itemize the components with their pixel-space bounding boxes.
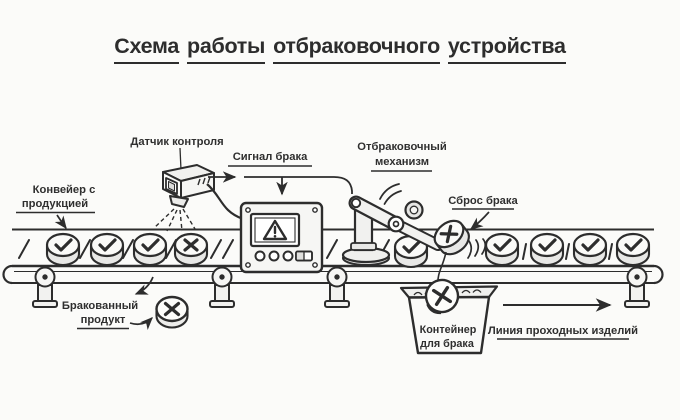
reject-mechanism bbox=[341, 183, 444, 266]
conveyor-pointer-arrow bbox=[54, 214, 67, 230]
label-conveyor-2: продукцией bbox=[22, 198, 88, 210]
control-sensor bbox=[153, 147, 215, 232]
label-mechanism-1: Отбраковочный bbox=[357, 141, 447, 153]
ejected-reject-product-cross-icon bbox=[430, 215, 474, 259]
vibration-marks bbox=[379, 183, 402, 205]
container-reject-product-cross-icon bbox=[424, 278, 460, 315]
label-container-2: для брака bbox=[420, 338, 475, 350]
conveyor-leg bbox=[324, 284, 350, 308]
label-defective-2: продукт bbox=[81, 314, 126, 326]
panel-screws bbox=[245, 207, 318, 268]
signal-wire-to-mechanism bbox=[244, 176, 353, 194]
conveyor-leg bbox=[624, 284, 650, 308]
panel-button[interactable] bbox=[282, 250, 294, 262]
conveyor-legs bbox=[32, 266, 650, 308]
sensor-rays bbox=[153, 208, 196, 232]
defective-pointer-arrow bbox=[134, 276, 154, 295]
product-ok-check-icon bbox=[486, 234, 518, 265]
product-ok-check-icon bbox=[47, 234, 79, 265]
reject-container bbox=[399, 278, 499, 355]
label-pass-line: Линия проходных изделий bbox=[488, 325, 638, 337]
label-signal: Сигнал брака bbox=[233, 151, 308, 163]
label-mechanism-2: механизм bbox=[375, 156, 429, 168]
panel-button[interactable] bbox=[254, 250, 266, 262]
sensor-leader-line bbox=[179, 147, 182, 171]
label-sensor: Датчик контроля bbox=[130, 136, 223, 148]
sensor-cable bbox=[206, 183, 244, 221]
product-ok-check-icon bbox=[91, 234, 123, 265]
sensor-vents bbox=[197, 176, 211, 186]
control-panel bbox=[239, 201, 324, 274]
conveyor-leg bbox=[32, 284, 58, 308]
ejection-motion-arcs bbox=[467, 238, 487, 259]
label-container-1: Контейнер bbox=[420, 324, 477, 336]
reject-drop-pointer-arrow bbox=[469, 211, 490, 230]
warning-triangle-icon bbox=[262, 219, 288, 241]
panel-switch[interactable] bbox=[295, 250, 313, 262]
product-ok-check-icon bbox=[617, 234, 649, 265]
product-reject-cross-icon bbox=[175, 234, 207, 265]
product-ok-check-icon bbox=[574, 234, 606, 265]
label-conveyor-1: Конвейер с bbox=[33, 184, 96, 196]
panel-button[interactable] bbox=[268, 250, 280, 262]
panel-buttons[interactable] bbox=[254, 250, 294, 262]
mechanism-upper-arm bbox=[348, 195, 400, 230]
label-reject-drop: Сброс брака bbox=[448, 195, 518, 207]
defective-example-arrow bbox=[129, 317, 153, 331]
signal-wires bbox=[208, 171, 353, 196]
defective-product-cross-icon bbox=[155, 295, 189, 329]
conveyor-rollers bbox=[34, 266, 648, 288]
product-ok-check-icon bbox=[531, 234, 563, 265]
product-ok-check-icon bbox=[134, 234, 166, 265]
conveyor-leg bbox=[209, 284, 235, 308]
label-defective-1: Бракованный bbox=[62, 300, 138, 312]
